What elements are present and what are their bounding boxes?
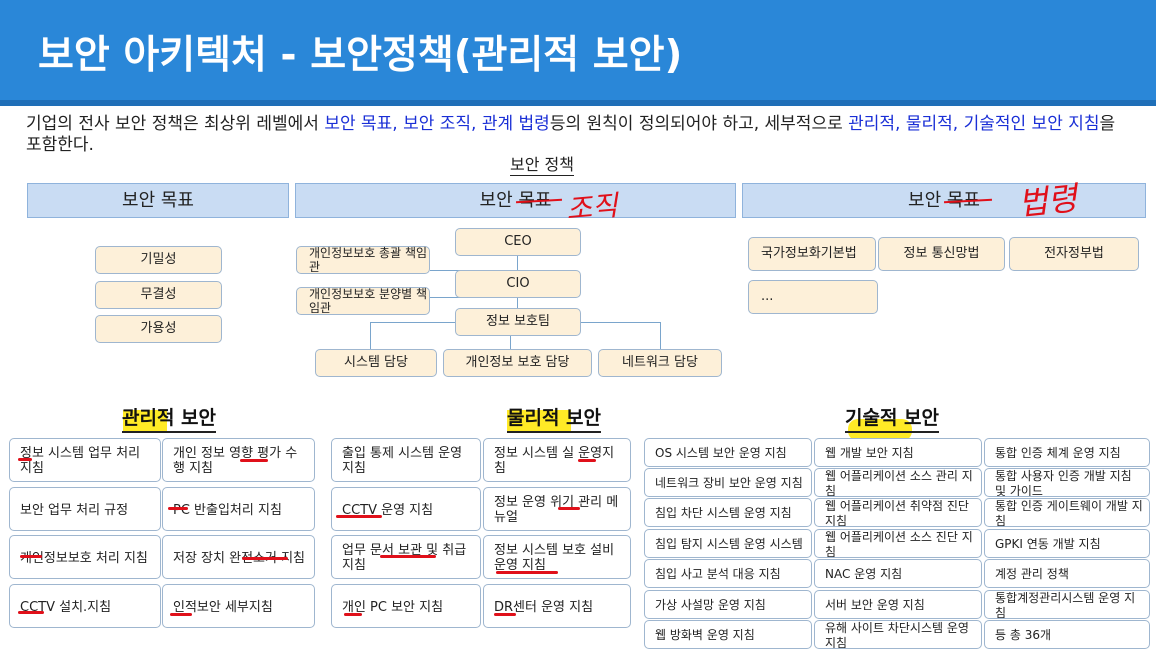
underline-mark [380, 555, 436, 558]
technical-guideline-10: 웹 어플리케이션 취약점 진단 지침 [814, 498, 982, 527]
underline-mark [578, 459, 596, 462]
technical-guideline-13: 서버 보안 운영 지침 [814, 590, 982, 619]
intro-paragraph: 기업의 전사 보안 정책은 최상위 레벨에서 보안 목표, 보안 조직, 관계 … [26, 114, 1136, 156]
org-connector [510, 322, 511, 350]
admin-guideline-7: CCTV 설치.지침 [9, 584, 161, 628]
underline-mark [240, 459, 268, 462]
admin-guideline-5: 개인정보보호 처리 지침 [9, 535, 161, 579]
physical-guideline-8: DR센터 운영 지침 [483, 584, 631, 628]
physical-guideline-1: 출입 통제 시스템 운영 지침 [331, 438, 481, 482]
org-privacy-chief: 개인정보보호 총괄 책임관 [296, 246, 430, 274]
underline-mark [168, 507, 188, 510]
technical-guideline-4: 침입 탐지 시스템 운영 시스템 [644, 529, 812, 558]
highlight-mark [507, 410, 571, 432]
underline-mark [170, 613, 192, 616]
policy-bar-org: 보안 목표 [295, 183, 736, 218]
underline-mark [18, 611, 44, 614]
org-staff-privacy: 개인정보 보호 담당 [443, 349, 592, 377]
technical-guideline-3: 침입 차단 시스템 운영 지침 [644, 498, 812, 527]
admin-guideline-3: 보안 업무 처리 규정 [9, 487, 161, 531]
section-title-technical: 기술적 보안 [845, 405, 940, 433]
law-national-informatization: 국가정보화기본법 [748, 237, 876, 271]
section-title-physical: 물리적 보안 [507, 405, 602, 433]
underline-mark [336, 515, 382, 518]
goal-integrity: 무결성 [95, 281, 222, 309]
physical-guideline-2: 정보 시스템 실 운영지침 [483, 438, 631, 482]
technical-guideline-14: 유해 사이트 차단시스템 운영 지침 [814, 620, 982, 649]
goal-confidentiality: 기밀성 [95, 246, 222, 274]
technical-guideline-7: 웹 방화벽 운영 지침 [644, 620, 812, 649]
org-connector [370, 322, 371, 350]
technical-guideline-1: OS 시스템 보안 운영 지침 [644, 438, 812, 467]
underline-mark [558, 507, 580, 510]
handwritten-annotation-law: 법령 [1016, 179, 1079, 223]
technical-guideline-6: 가상 사설망 운영 지침 [644, 590, 812, 619]
policy-title: 보안 정책 [510, 155, 574, 176]
technical-guideline-8: 웹 개발 보안 지침 [814, 438, 982, 467]
technical-guideline-15: 통합 인증 체계 운영 지침 [984, 438, 1150, 467]
highlight-mark [848, 419, 912, 441]
underline-mark [494, 613, 516, 616]
law-network-act: 정보 통신망법 [878, 237, 1005, 271]
underline-mark [20, 555, 42, 558]
technical-guideline-2: 네트워크 장비 보안 운영 지침 [644, 468, 812, 497]
intro-text-2: 등의 원칙이 정의되어야 하고, 세부적으로 [549, 114, 849, 134]
admin-guideline-8: 인적보안 세부지침 [162, 584, 315, 628]
intro-text-3: 을 포함한다. [26, 114, 1116, 155]
admin-guideline-2: 개인 정보 영향 평가 수행 지침 [162, 438, 315, 482]
intro-text-1: 기업의 전사 보안 정책은 최상위 레벨에서 [26, 114, 325, 134]
technical-guideline-21: 등 총 36개 [984, 620, 1150, 649]
underline-mark [344, 613, 362, 616]
underline-mark [496, 571, 558, 574]
technical-guideline-19: 계정 관리 정책 [984, 559, 1150, 588]
admin-guideline-4: PC 반출입처리 지침 [162, 487, 315, 531]
technical-guideline-12: NAC 운영 지침 [814, 559, 982, 588]
technical-guideline-9: 웹 어플리케이션 소스 관리 지침 [814, 468, 982, 497]
org-ceo: CEO [455, 228, 581, 256]
org-staff-network: 네트워크 담당 [598, 349, 722, 377]
org-connector [660, 322, 661, 350]
admin-guideline-1: 정보 시스템 업무 처리 지침 [9, 438, 161, 482]
org-privacy-officer: 개인정보보호 분양별 책임관 [296, 287, 430, 315]
technical-guideline-20: 통합계정관리시스템 운영 지침 [984, 590, 1150, 619]
title-banner-divider [0, 100, 1156, 106]
admin-guideline-6: 저장 장치 완전소거 지침 [162, 535, 315, 579]
org-cio: CIO [455, 270, 581, 298]
technical-guideline-11: 웹 어플리케이션 소스 진단 지침 [814, 529, 982, 558]
intro-highlight-2: 관리적, 물리적, 기술적인 보안 지침 [848, 114, 1100, 134]
law-e-government-act: 전자정부법 [1009, 237, 1139, 271]
technical-guideline-18: GPKI 연동 개발 지침 [984, 529, 1150, 558]
technical-guideline-5: 침입 사고 분석 대응 지침 [644, 559, 812, 588]
page-title: 보안 아키텍처 - 보안정책(관리적 보안) [38, 33, 683, 78]
law-more: ... [748, 280, 878, 314]
goal-availability: 가용성 [95, 315, 222, 343]
policy-bar-goal: 보안 목표 [27, 183, 289, 218]
org-staff-system: 시스템 담당 [315, 349, 437, 377]
physical-guideline-4: 정보 운영 위기 관리 메뉴얼 [483, 487, 631, 531]
underline-mark [242, 557, 288, 560]
highlight-mark [123, 410, 167, 432]
physical-guideline-3: CCTV 운영 지침 [331, 487, 481, 531]
title-banner [0, 0, 1156, 104]
handwritten-annotation-org: 조직 [564, 188, 620, 227]
technical-guideline-17: 통합 인증 게이트웨이 개발 지침 [984, 498, 1150, 527]
underline-mark [18, 458, 32, 461]
technical-guideline-16: 통합 사용자 인증 개발 지침 및 가이드 [984, 468, 1150, 497]
section-title-admin: 관리적 보안 [122, 405, 217, 433]
intro-highlight-1: 보안 목표, 보안 조직, 관계 법령 [324, 114, 550, 134]
org-security-team: 정보 보호팀 [455, 308, 581, 336]
physical-guideline-7: 개인 PC 보안 지침 [331, 584, 481, 628]
